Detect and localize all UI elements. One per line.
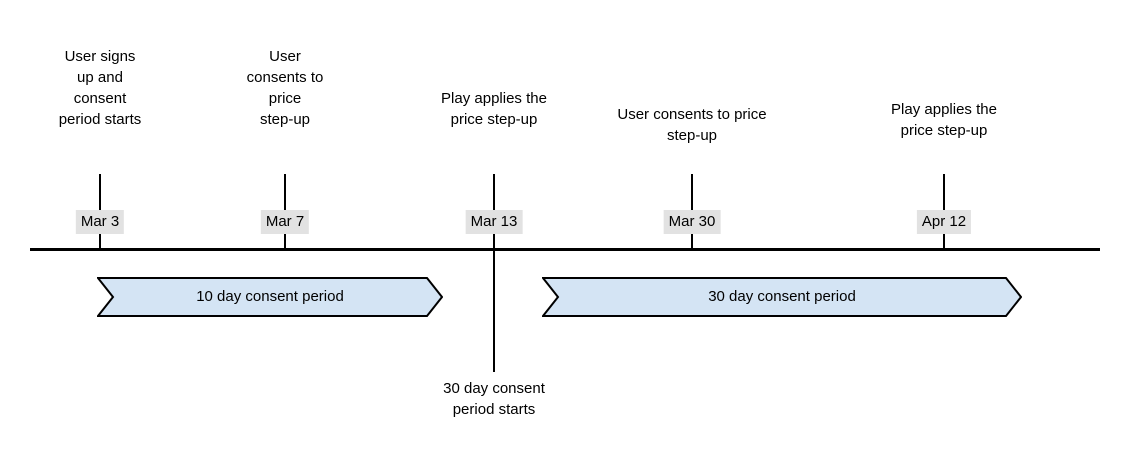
consent-period-banner-30-day: 30 day consent period	[542, 277, 1022, 317]
chevron-shape-icon	[542, 277, 1022, 317]
banner-label-10-day: 10 day consent period	[196, 288, 344, 305]
date-chip-mar-7: Mar 7	[260, 210, 310, 234]
tick-mark-mar-13-below	[493, 250, 495, 372]
event-caption-mar-30: User consents to price step-up	[617, 106, 767, 144]
date-chip-apr-12: Apr 12	[916, 210, 972, 234]
chevron-shape-icon	[97, 277, 443, 317]
event-caption-apr-12: Play applies the price step-up	[891, 101, 997, 139]
consent-period-banner-10-day: 10 day consent period	[97, 277, 443, 317]
timeline-axis	[30, 248, 1100, 251]
event-caption-mar-7: User consents to price step-up	[246, 48, 324, 128]
event-caption-mar-13: Play applies the price step-up	[441, 90, 547, 128]
date-chip-mar-3: Mar 3	[75, 210, 125, 234]
banner-label-30-day: 30 day consent period	[708, 288, 856, 305]
date-chip-mar-13: Mar 13	[465, 210, 523, 234]
date-chip-mar-30: Mar 30	[663, 210, 721, 234]
event-caption-mar-3: User signs up and consent period starts	[58, 48, 142, 128]
below-caption-30-day-start: 30 day consent period starts	[443, 380, 545, 418]
